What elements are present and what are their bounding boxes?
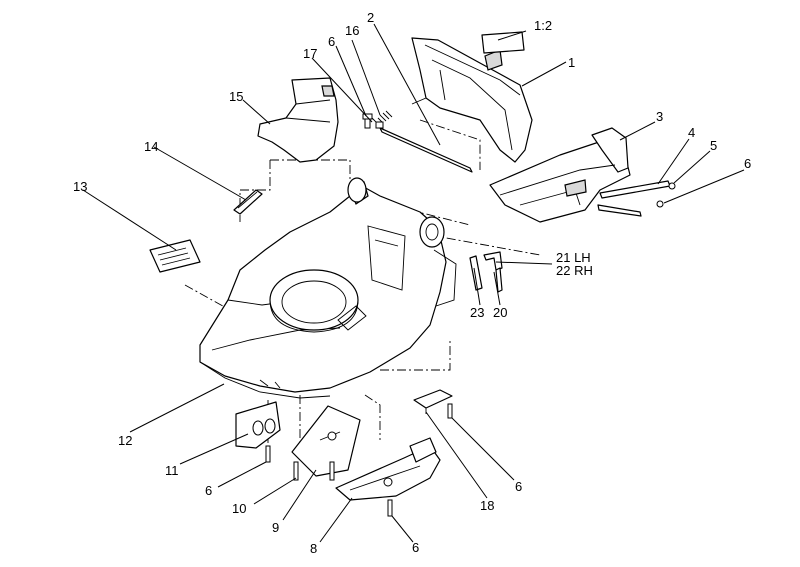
callout-16: 16: [345, 23, 359, 38]
part-6-screw-right: [656, 200, 664, 208]
callout-10: 10: [232, 501, 246, 516]
part-16-spring: [375, 110, 393, 129]
callout-labels: 1:2 1 2 16 6 17 15 14 13 3 4 5 6 21 LH 2…: [73, 10, 751, 556]
callout-21: 21 LH: [556, 250, 591, 265]
callout-1-2: 1:2: [534, 18, 552, 33]
callout-11: 11: [165, 463, 179, 478]
callout-2: 2: [367, 10, 374, 25]
callout-14: 14: [144, 139, 158, 154]
callout-18: 18: [480, 498, 494, 513]
callout-23: 23: [470, 305, 484, 320]
callout-6-lower-left: 6: [205, 483, 212, 498]
callout-20: 20: [493, 305, 507, 320]
callout-3: 3: [656, 109, 663, 124]
callout-22: 22 RH: [556, 263, 593, 278]
callout-4: 4: [688, 125, 695, 140]
callout-9: 9: [272, 520, 279, 535]
part-6-screw-mid: [447, 403, 453, 419]
callout-15: 15: [229, 89, 243, 104]
part-9-guard-plate: [291, 405, 361, 477]
callout-17: 17: [303, 46, 317, 61]
part-18-bracket: [413, 389, 453, 414]
callout-5: 5: [710, 138, 717, 153]
callout-6-right: 6: [744, 156, 751, 171]
callout-6-bottom: 6: [412, 540, 419, 555]
part-23-pin: [469, 255, 483, 291]
part-10-screw: [293, 461, 335, 481]
part-14-strip: [233, 189, 263, 215]
callout-6-mid: 6: [515, 479, 522, 494]
part-6-screw-lower-left: [265, 445, 271, 463]
part-13-decal: [149, 239, 201, 273]
part-11-bracket: [235, 401, 281, 449]
callout-8: 8: [310, 541, 317, 556]
part-1-2-decal: [481, 31, 525, 54]
leader-lines: [82, 23, 745, 543]
part-8-skid-plate: [335, 437, 441, 501]
callout-1: 1: [568, 55, 575, 70]
callout-6-top: 6: [328, 34, 335, 49]
part-20-pin: [483, 251, 503, 293]
part-5-washer: [668, 182, 676, 190]
part-3-rear-flap: [489, 127, 631, 223]
callout-12: 12: [118, 433, 132, 448]
part-1-chute: [411, 37, 533, 163]
part-2-rod: [371, 117, 473, 173]
part-6-screw-bottom: [387, 499, 393, 517]
callout-13: 13: [73, 179, 87, 194]
part-15-side-plate: [257, 77, 339, 163]
part-12-mower-deck: [199, 177, 457, 399]
